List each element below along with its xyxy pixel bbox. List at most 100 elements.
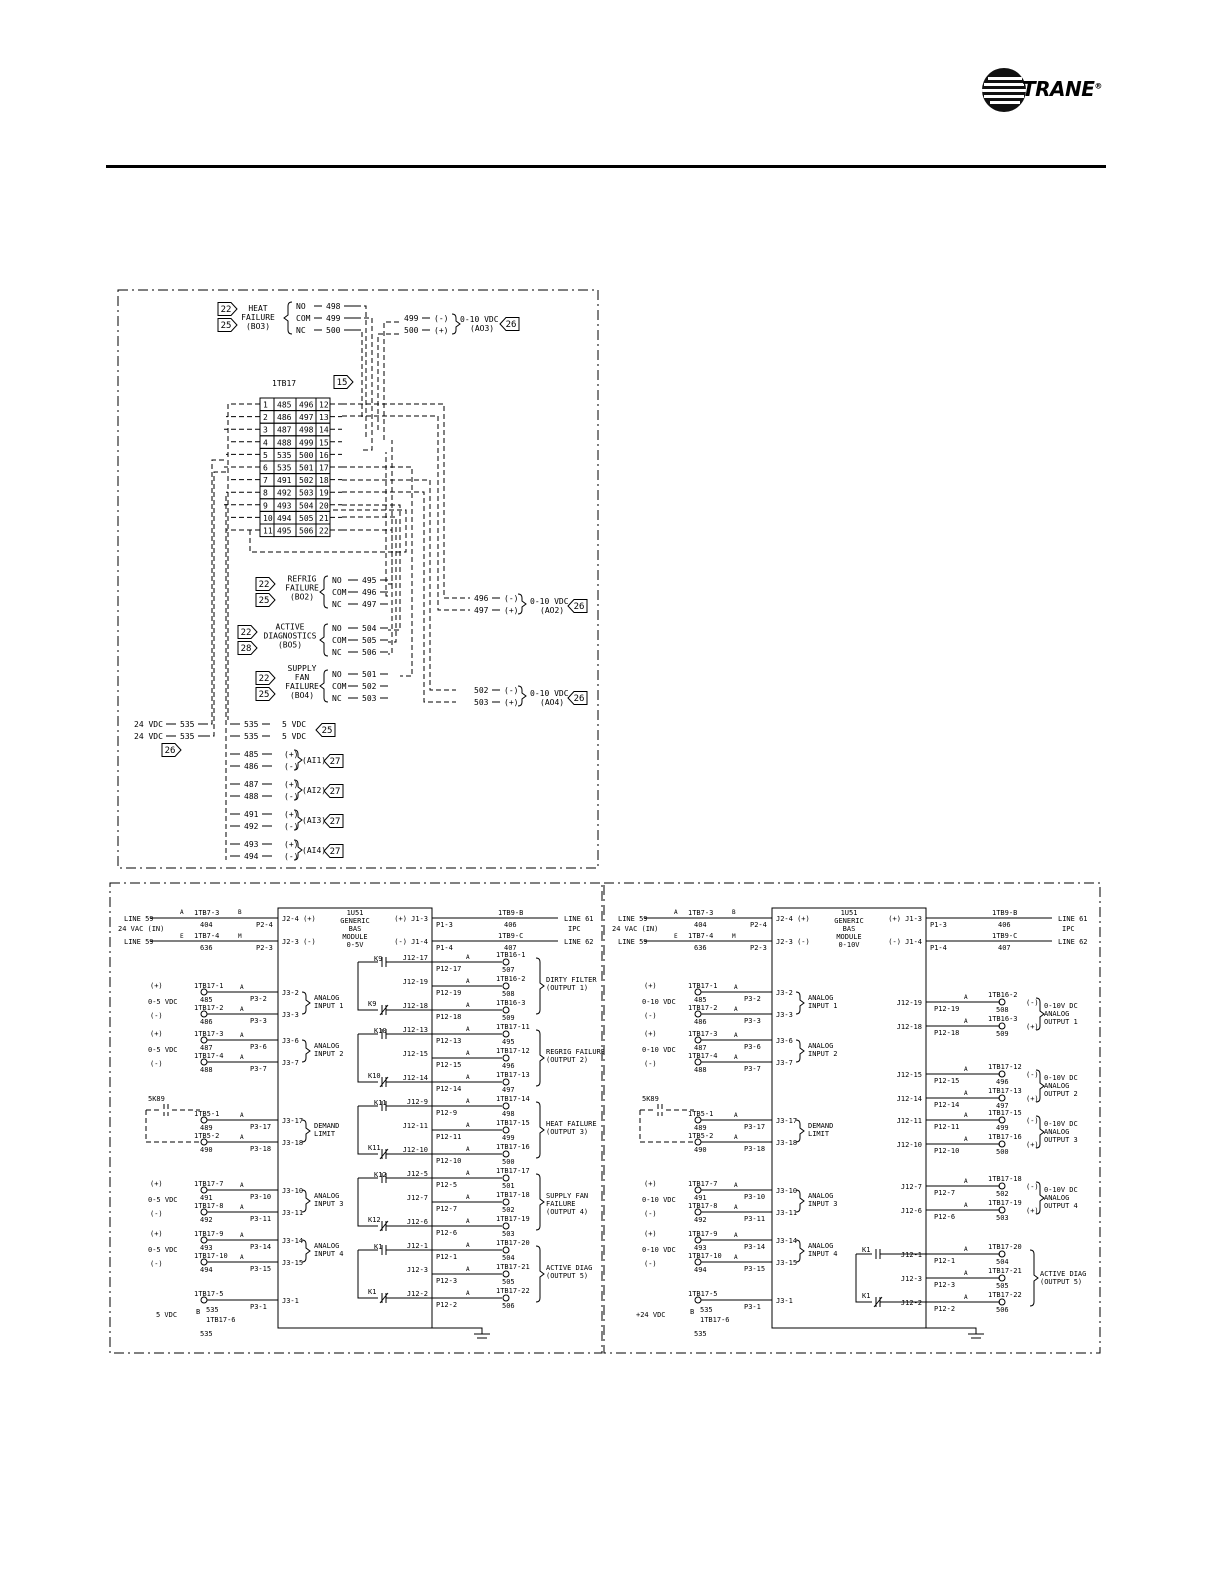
wire-letter: A <box>964 1018 968 1025</box>
pin-label: 1TB7-4 <box>688 932 713 940</box>
pin-label: P3-18 <box>250 1145 271 1153</box>
terminal-icon <box>502 1222 510 1230</box>
pin-label: J12-7 <box>407 1194 428 1202</box>
pin-label: P3-14 <box>744 1243 765 1251</box>
ai-polarity: (-) <box>284 822 298 831</box>
pin-label: 486 <box>694 1018 707 1026</box>
relay-label: FAN <box>295 673 310 682</box>
brace <box>535 1173 545 1231</box>
tb-cell-text: 11 <box>263 527 273 536</box>
terminal-icon <box>998 1298 1006 1306</box>
pin-label: J12-2 <box>407 1290 428 1298</box>
ref-tag-label: 27 <box>330 757 341 767</box>
line-label: IPC <box>568 925 581 933</box>
wire-letter: M <box>238 933 242 940</box>
pin-label: J3-18 <box>776 1139 797 1147</box>
pin-label: J3-18 <box>282 1139 303 1147</box>
ao-wire: 496 <box>474 594 489 603</box>
tb-cell-text: 15 <box>319 438 329 447</box>
pin-label: P12-18 <box>436 1013 461 1021</box>
wire-letter: A <box>466 1050 470 1057</box>
pin-label: 1TB5-1 <box>194 1110 219 1118</box>
wire-dash <box>342 415 470 611</box>
output-label: OUTPUT 2 <box>1044 1090 1078 1098</box>
ai-polarity: (-) <box>284 792 298 801</box>
pin-label: 497 <box>502 1086 515 1094</box>
pin-label: J2-3 (-) <box>282 938 316 946</box>
wire-letter: A <box>240 1032 244 1039</box>
pin-label: P12-2 <box>934 1305 955 1313</box>
pin-label: J12-10 <box>897 1141 922 1149</box>
relay-contact-icon <box>358 1029 432 1039</box>
output-label: FAILURE <box>546 1200 576 1208</box>
pin-label: 1TB17-21 <box>988 1267 1022 1275</box>
output-label: 0-10V DC <box>1044 1120 1078 1128</box>
pin-label: P3-17 <box>744 1123 765 1131</box>
ref-tag-icon <box>161 743 182 757</box>
input-label: DEMAND <box>314 1122 339 1130</box>
ai-polarity: (+) <box>284 750 298 759</box>
pin-label: 489 <box>200 1124 213 1132</box>
terminal-icon <box>502 1030 510 1038</box>
wire-dash <box>377 333 400 430</box>
pin-label: 1TB17-13 <box>988 1087 1022 1095</box>
contact-name: COM <box>332 682 347 691</box>
pin-label: P3-6 <box>744 1043 761 1051</box>
ai-polarity: (+) <box>284 840 298 849</box>
ref-tag-icon <box>217 318 238 332</box>
pin-label: 1TB17-21 <box>496 1263 530 1271</box>
pin-label: 492 <box>694 1216 707 1224</box>
ref-tag-label: 25 <box>259 690 270 700</box>
polarity: (+) <box>644 1180 657 1188</box>
pin-label: 506 <box>996 1306 1009 1314</box>
module-box <box>771 907 927 1329</box>
line-label: 24 VAC (IN) <box>118 925 164 933</box>
ref-tag-icon <box>333 375 354 389</box>
brace <box>301 1189 311 1213</box>
terminal-icon <box>998 1022 1006 1030</box>
range-label: 0-10 VDC <box>642 1196 676 1204</box>
wire-dash <box>145 1110 200 1143</box>
relay-label: DIAGNOSTICS <box>264 632 317 641</box>
pin-label: P12-15 <box>436 1061 461 1069</box>
wire-dash <box>385 452 388 597</box>
line-label: LINE 59 <box>618 938 648 946</box>
brace <box>535 1101 545 1159</box>
pin-label: 535 <box>694 1330 707 1338</box>
pin-label: 498 <box>502 1110 515 1118</box>
ref-tag-icon <box>567 691 588 705</box>
relay-nc-icon <box>357 1178 432 1232</box>
pin-label: 1TB17-6 <box>206 1316 236 1324</box>
pin-label: 506 <box>502 1302 515 1310</box>
ref-tag-label: 25 <box>259 596 270 606</box>
pin-label: J3-1 <box>776 1297 793 1305</box>
wire-letter: A <box>964 1270 968 1277</box>
range-label: 0-5 VDC <box>148 1246 178 1254</box>
pin-label: (+) J1-3 <box>888 915 922 923</box>
contact-name: NC <box>296 326 306 335</box>
ao-polarity: (-) <box>504 686 518 695</box>
pin-label: 504 <box>502 1254 515 1262</box>
pin-label: P3-3 <box>744 1017 761 1025</box>
pin-label: 501 <box>502 1182 515 1190</box>
polarity: (-) <box>150 1210 163 1218</box>
wire-letter: A <box>734 1054 738 1061</box>
ref-tag-label: 26 <box>506 320 517 330</box>
polarity: (+) <box>150 1230 163 1238</box>
wire-letter: A <box>240 1054 244 1061</box>
pin-label: 535 <box>700 1306 713 1314</box>
ai-polarity: (-) <box>284 852 298 861</box>
relay-label: (BO5) <box>278 641 302 650</box>
wire-dash <box>356 329 363 420</box>
relay-id: K1 <box>862 1246 870 1254</box>
ref-tag-icon <box>323 754 344 768</box>
module-title: GENERIC <box>340 917 370 925</box>
tb-cell-text: 14 <box>319 426 329 435</box>
contact-name: NO <box>332 576 342 585</box>
pin-label: 1TB17-13 <box>496 1071 530 1079</box>
wire-letter: A <box>240 1006 244 1013</box>
pin-label: P12-10 <box>934 1147 959 1155</box>
pin-label: 488 <box>694 1066 707 1074</box>
supply-label: 5 VDC <box>282 732 306 741</box>
pin-label: P3-17 <box>250 1123 271 1131</box>
